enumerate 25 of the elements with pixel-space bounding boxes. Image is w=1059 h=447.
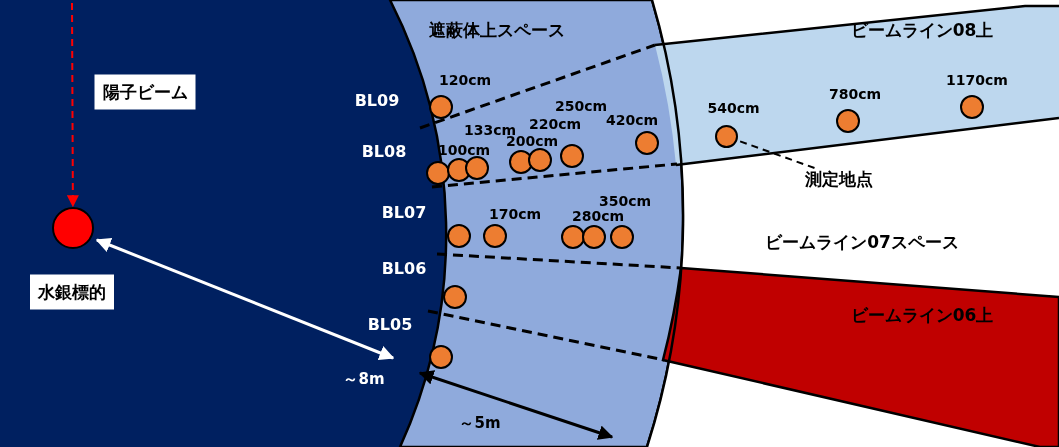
- beamline-label: BL09: [354, 90, 400, 110]
- distance-label: 120cm: [438, 72, 492, 88]
- leader-line: [737, 139, 816, 169]
- beamline-label: BL06: [381, 258, 427, 278]
- area-label: ビームライン06上: [850, 303, 994, 327]
- beamline-label: BL08: [361, 141, 407, 161]
- beam-arrow: [66, 2, 79, 208]
- distance-label: 420cm: [605, 112, 659, 128]
- distance-label: 220cm: [528, 116, 582, 132]
- beamline-label: BL05: [367, 314, 413, 334]
- distance-label: 250cm: [554, 98, 608, 114]
- distance-label: 780cm: [828, 86, 882, 102]
- distance-label: 350cm: [598, 193, 652, 209]
- area-label: ビームライン07スペース: [765, 230, 959, 254]
- area-label: 遮蔽体上スペース: [429, 18, 565, 42]
- dimension-label: ～5m: [459, 413, 501, 433]
- distance-label: 280cm: [571, 208, 625, 224]
- beamline-label: BL07: [381, 202, 427, 222]
- caption-box: 水銀標的: [30, 274, 114, 310]
- dimension-label: ～8m: [343, 369, 385, 389]
- distance-label: 1170cm: [946, 72, 1008, 88]
- caption-box: 陽子ビーム: [94, 74, 196, 110]
- callout-text: 測定地点: [805, 168, 891, 192]
- distance-label: 170cm: [488, 206, 542, 222]
- distance-label: 540cm: [707, 100, 760, 116]
